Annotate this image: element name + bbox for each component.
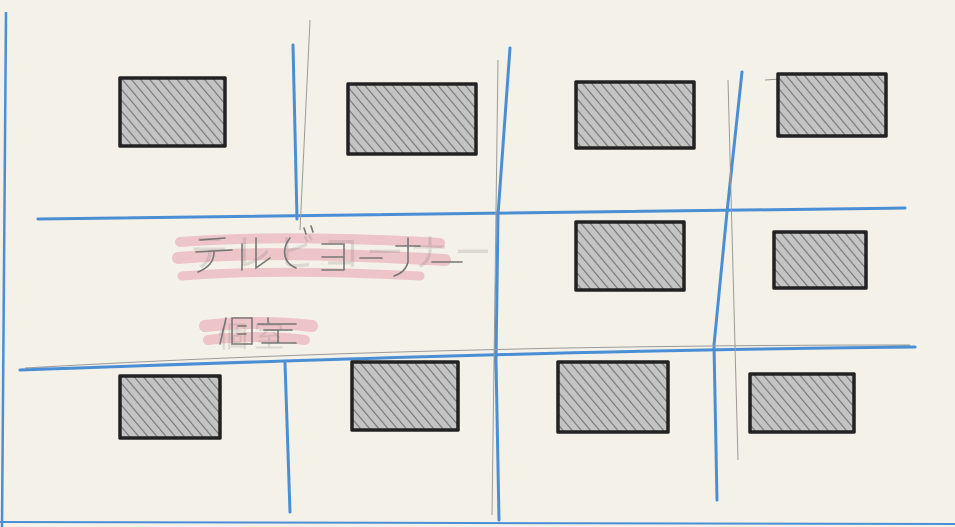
floor-grid	[18, 43, 917, 522]
tv-screen-icon	[346, 82, 478, 156]
grid-vertical-2	[494, 46, 512, 522]
tv-screen-icon	[350, 360, 460, 432]
tv-screen-icon	[118, 374, 222, 440]
tv-screen-icon	[574, 80, 696, 150]
label-strokes	[195, 225, 463, 345]
grid-horizontal-top	[36, 206, 907, 221]
grid-horizontal-bottom	[18, 345, 917, 372]
paper-edge-left	[0, 11, 8, 527]
grid-vertical-1	[291, 43, 299, 221]
private-room-label: 個室	[218, 320, 290, 355]
tv-corner-label: テレビコーナー	[190, 231, 499, 275]
paper-edge-bottom	[0, 521, 955, 525]
tv-screen-icon	[556, 360, 670, 434]
tv-screen-icon	[772, 230, 868, 290]
tv-screen-icon	[748, 372, 856, 434]
tv-screens	[118, 72, 888, 440]
tv-screen-icon	[776, 72, 888, 138]
grid-vertical-3	[712, 70, 744, 502]
tv-screen-icon	[574, 220, 686, 292]
tv-screen-icon	[118, 76, 227, 148]
grid-vertical-4	[283, 361, 292, 514]
